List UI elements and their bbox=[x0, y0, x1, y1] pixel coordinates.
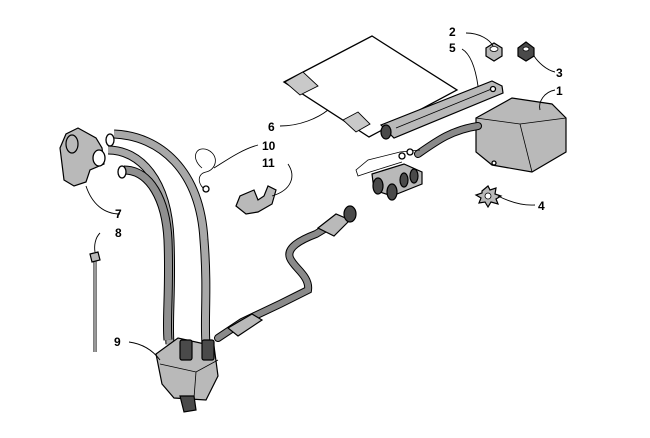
callout-1: 1 bbox=[556, 84, 563, 98]
part-9-ignition-coil bbox=[155, 337, 219, 413]
high-tension-leads bbox=[105, 129, 211, 345]
callout-4: 4 bbox=[538, 199, 545, 213]
harness-box-to-connectors bbox=[355, 122, 482, 177]
part-10-wire-clip bbox=[195, 148, 216, 193]
callout-8: 8 bbox=[115, 226, 122, 240]
callout-11: 11 bbox=[262, 156, 275, 170]
part-11-cable-clip bbox=[235, 185, 277, 215]
part-8-cable-tie bbox=[89, 251, 101, 352]
callout-7: 7 bbox=[115, 207, 122, 221]
callout-10: 10 bbox=[262, 139, 276, 153]
part-3-lock-nut bbox=[517, 41, 535, 62]
connector-cluster bbox=[371, 163, 423, 201]
callout-6: 6 bbox=[268, 120, 275, 134]
harness-coil-to-plug bbox=[214, 205, 357, 342]
part-5-bracket-strap bbox=[379, 80, 504, 140]
part-1-control-box bbox=[475, 97, 567, 173]
callout-labels: 1 2 3 4 5 6 7 8 9 10 11 bbox=[114, 25, 563, 349]
part-4-star-washer bbox=[474, 185, 503, 209]
leader-lines bbox=[85, 32, 556, 361]
part-2-hex-nut bbox=[485, 42, 503, 62]
callout-2: 2 bbox=[449, 25, 456, 39]
callout-3: 3 bbox=[556, 66, 563, 80]
callout-9: 9 bbox=[114, 335, 121, 349]
callout-5: 5 bbox=[449, 41, 456, 55]
part-7-spark-plug-cap bbox=[59, 127, 106, 187]
